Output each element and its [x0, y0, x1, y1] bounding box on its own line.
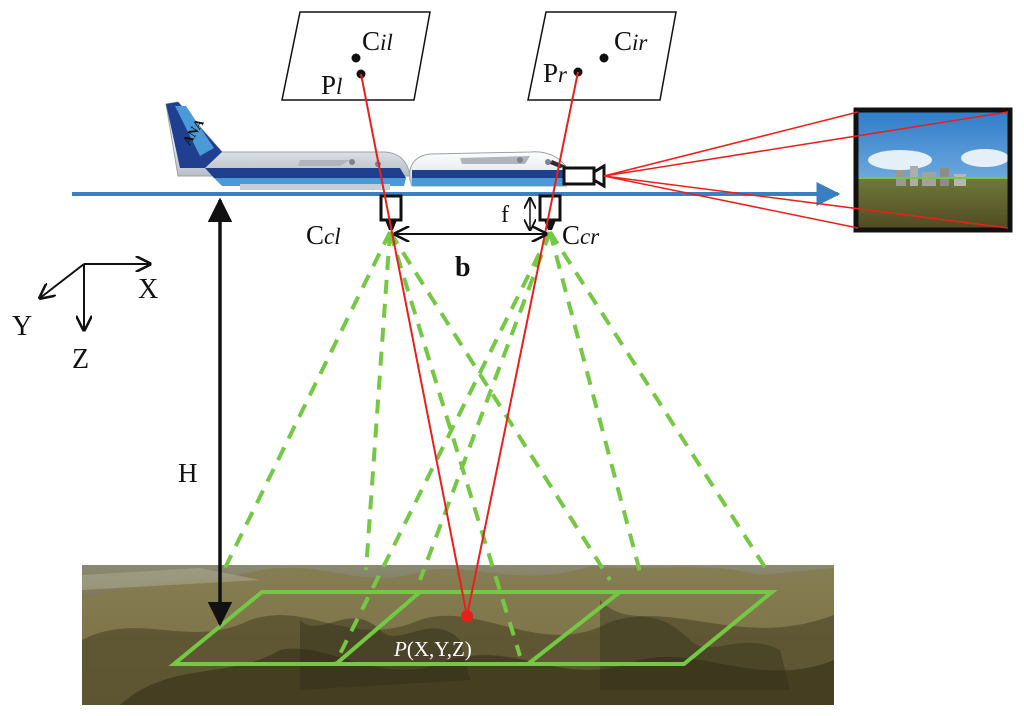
coordinate-axes [40, 264, 150, 330]
right-image-point-label: Pr [543, 58, 568, 88]
left-ray [360, 73, 468, 617]
right-fov-edge-2 [334, 231, 552, 663]
right-fov-edge-4 [548, 230, 770, 574]
axis-x-label: X [138, 274, 158, 305]
right-fov-edge-3 [548, 231, 642, 573]
ground-point-marker [461, 610, 473, 622]
right-image-center-dot [599, 53, 609, 63]
aircraft: ANA [165, 101, 571, 190]
focal-length-label: f [501, 202, 509, 228]
left-fov-edge-1 [222, 231, 392, 571]
ground-point-label: P(X,Y,Z) [393, 637, 472, 661]
left-image-center-label: Cil [362, 26, 393, 56]
right-fov-edge-1 [418, 231, 552, 581]
left-camera-label: Ccl [306, 220, 341, 250]
ground-footprints [168, 590, 778, 666]
right-image-center-label: Cir [614, 26, 648, 56]
axis-y-arrow [40, 263, 85, 298]
flight-height-label: H [178, 458, 198, 488]
left-image-plane [281, 11, 431, 101]
forward-view-rays [603, 111, 1009, 229]
left-fov-edge-4 [388, 230, 612, 582]
right-footprint [330, 590, 778, 666]
axis-z-label: Z [72, 344, 89, 375]
left-image-point-label: Pl [321, 70, 342, 100]
axis-y-label: Y [12, 311, 32, 342]
terrain-photo [82, 565, 834, 705]
projection-rays [360, 71, 579, 617]
baseline-label: b [455, 252, 471, 283]
fields-of-view [222, 230, 770, 663]
left-fov-edge-3 [388, 231, 522, 657]
forward-view-photo [853, 107, 1013, 233]
right-ray [466, 71, 579, 617]
left-image-center-dot [351, 53, 361, 63]
left-fov-edge-2 [364, 231, 392, 571]
right-camera-label: Ccr [562, 220, 600, 250]
forward-camera [562, 163, 606, 189]
